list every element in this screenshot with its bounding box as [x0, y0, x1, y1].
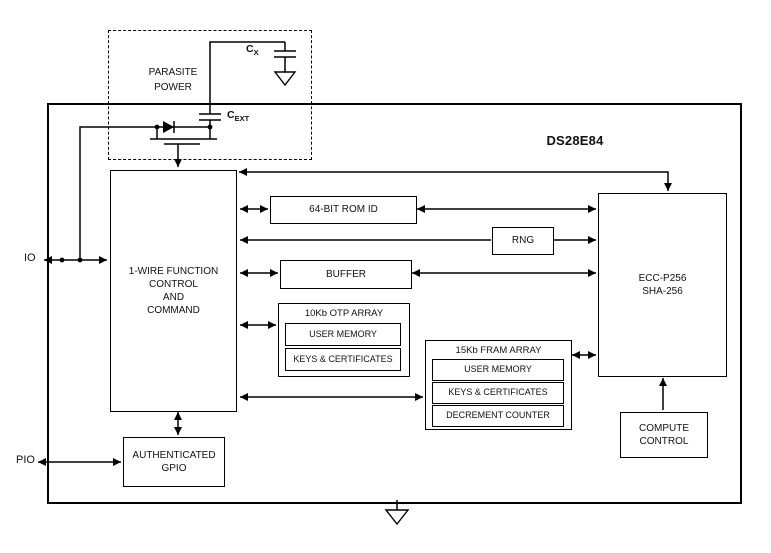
otp-user-memory: USER MEMORY: [285, 323, 401, 346]
pin-label-io: IO: [24, 252, 36, 264]
one-wire-label: 1-WIRE FUNCTION CONTROL AND COMMAND: [128, 265, 219, 317]
otp-keys-certificates-label: KEYS & CERTIFICATES: [293, 353, 393, 364]
rng-label: RNG: [511, 235, 535, 247]
compute-control-label: COMPUTE CONTROL: [639, 422, 689, 447]
authenticated-gpio-label: AUTHENTICATED GPIO: [132, 449, 216, 474]
otp-keys-certificates: KEYS & CERTIFICATES: [285, 348, 401, 371]
junction-dot: [207, 124, 213, 130]
fram-keys-certificates-label: KEYS & CERTIFICATES: [448, 387, 548, 398]
block-otp-array: 10Kb OTP ARRAY USER MEMORY KEYS & CERTIF…: [278, 303, 410, 377]
fram-user-memory-label: USER MEMORY: [464, 364, 532, 375]
fram-array-title: 15Kb FRAM ARRAY: [455, 345, 542, 356]
cap-cext-sub: EXT: [234, 114, 250, 124]
junction-dot: [154, 124, 160, 130]
fram-keys-certificates: KEYS & CERTIFICATES: [432, 382, 564, 404]
wire-io-parasite: [79, 126, 157, 260]
ecc-engine-label: ECC-P256 SHA-256: [638, 272, 687, 297]
fram-decrement-counter: DECREMENT COUNTER: [432, 405, 564, 427]
otp-array-title: 10Kb OTP ARRAY: [304, 308, 384, 319]
parasite-power-label: PARASITE POWER: [148, 67, 198, 93]
cap-cext-icon: [199, 41, 285, 127]
block-rng: RNG: [492, 227, 554, 255]
fram-decrement-counter-label: DECREMENT COUNTER: [446, 410, 550, 421]
ground-icon-cx: [273, 71, 297, 87]
cap-cext-base: C: [227, 109, 235, 121]
connector-top-bus: [239, 168, 672, 191]
cap-cx-icon: [274, 42, 296, 72]
chip-title: DS28E84: [546, 133, 604, 148]
diode-icon: [163, 121, 174, 133]
rom-id-label: 64-BIT ROM ID: [309, 204, 378, 216]
block-ecc-engine: ECC-P256 SHA-256: [598, 193, 727, 377]
pin-label-pio: PIO: [16, 454, 35, 466]
cap-cx-base: C: [246, 43, 254, 55]
chip-boundary: [47, 103, 742, 504]
junction-dot: [59, 257, 65, 263]
ground-icon-main: [384, 509, 410, 526]
cap-cext-label: CEXT: [227, 109, 249, 123]
buffer-label: BUFFER: [326, 268, 366, 280]
block-authenticated-gpio: AUTHENTICATED GPIO: [123, 437, 225, 487]
block-rom-id: 64-BIT ROM ID: [270, 196, 417, 224]
parasite-power-region: [108, 30, 312, 160]
fram-user-memory: USER MEMORY: [432, 359, 564, 381]
junction-dot: [77, 257, 83, 263]
cap-cx-label: CX: [246, 43, 259, 57]
block-compute-control: COMPUTE CONTROL: [620, 412, 708, 458]
otp-user-memory-label: USER MEMORY: [309, 328, 377, 339]
block-fram-array: 15Kb FRAM ARRAY USER MEMORY KEYS & CERTI…: [425, 340, 572, 430]
block-buffer: BUFFER: [280, 260, 412, 289]
block-one-wire-function: 1-WIRE FUNCTION CONTROL AND COMMAND: [110, 170, 237, 412]
mosfet-icon: [150, 127, 217, 145]
cap-cx-sub: X: [253, 48, 259, 58]
